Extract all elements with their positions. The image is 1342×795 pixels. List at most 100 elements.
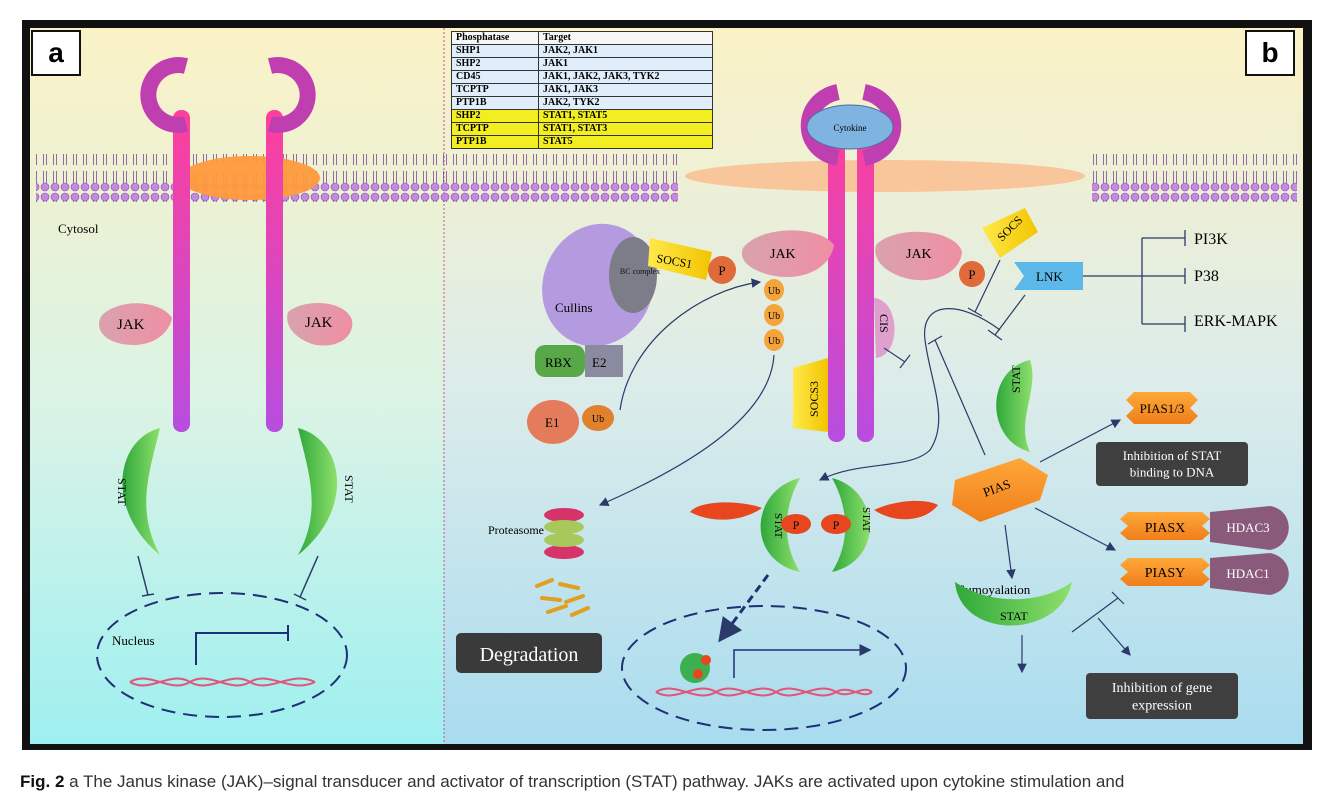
table-cell-target: STAT5 [538,135,713,149]
hdac3 [1210,506,1289,550]
panel-a-label: a [31,30,81,76]
bc-complex-label: BC complex [620,267,660,276]
table-cell-target: JAK2, JAK1 [538,44,713,58]
nucleus-label: Nucleus [112,633,155,648]
jak-right-b [875,231,962,281]
stat-dimer-left-label: STAT [772,513,784,539]
ub-e1 [582,405,614,431]
hdac1 [1210,553,1289,595]
table-cell-phosphatase: CD45 [451,70,539,84]
membrane-b-right [1092,154,1297,202]
piasx [1120,512,1210,540]
ub-label-2: Ub [768,311,780,322]
hdac1-label: HDAC1 [1226,566,1269,581]
cytosol-label: Cytosol [58,221,99,236]
stat-dimer-p-right-label: P [833,518,840,532]
dna-a [129,677,316,687]
table-cell-phosphatase: TCPTP [451,122,539,136]
stat-b-upper-label: STAT [1009,365,1023,393]
receptor-right-a [266,57,316,432]
rbx [535,345,585,377]
stat-right-a [298,428,338,555]
lnk-inhibition-tree [1083,230,1186,332]
table-cell-phosphatase: SHP2 [451,57,539,71]
socs1-label: SOCS1 [655,251,693,271]
pias [952,458,1048,522]
stat-dimer-p-right [821,514,851,534]
panel-a-background [30,28,444,744]
phospho-left-label: P [718,263,725,278]
table-header-target: Target [538,31,713,45]
panel-b-label: b [1245,30,1295,76]
red-fragment-right [874,500,938,520]
stat-left-a-label: STAT [115,478,129,506]
stat-sumoylated-label: STAT [1000,609,1028,623]
table-cell-phosphatase: PTP1B [451,96,539,110]
table-cell-target: JAK2, TYK2 [538,96,713,110]
cis [874,298,895,358]
cis-label: CIS [877,314,891,333]
stat-left-a [122,428,160,555]
p38-label: P38 [1194,268,1219,285]
socs3 [793,358,828,432]
jak-right-b-label: JAK [906,247,932,262]
piasx-label: PIASX [1145,521,1185,536]
table-cell-phosphatase: SHP1 [451,44,539,58]
stat-dimer-right-label: STAT [860,507,872,533]
caption-prefix: Fig. 2 [20,772,65,791]
phospho-right [959,261,985,287]
table-cell-target: JAK1 [538,57,713,71]
receptor-left-a [140,57,190,432]
jak-right-a-label: JAK [305,315,333,331]
phospho-left [708,256,736,284]
degradation-box [456,633,602,673]
piasy [1120,558,1210,586]
ub-label-3: Ub [768,336,780,347]
receptor-complex [180,156,320,200]
degradation-fragments [535,578,590,617]
hdac3-label: HDAC3 [1226,520,1269,535]
jak-right-a [287,302,353,346]
jak-left-a [98,303,172,346]
socs3-label: SOCS3 [807,381,821,417]
table-cell-phosphatase: SHP2 [451,109,539,123]
stat-dimer-p-left-label: P [793,518,800,532]
stat-right-a-label: STAT [342,475,356,503]
stat-dimer-p-left [781,514,811,534]
table-header-phosphatase: Phosphatase [451,31,539,45]
caption-text: a The Janus kinase (JAK)–signal transduc… [64,772,1125,791]
proteasome-label: Proteasome [488,523,544,537]
red-fragment-left [690,502,762,520]
nucleus-a [96,592,348,718]
socs [982,208,1038,258]
e2-label: E2 [592,355,606,370]
e1 [527,400,579,444]
membrane-b-left [446,154,678,202]
cullins-label: Cullins [555,300,593,315]
lnk-label: LNK [1036,269,1063,284]
lnk [1014,262,1083,290]
figure-caption: Fig. 2 a The Janus kinase (JAK)–signal t… [20,772,1320,792]
socs1 [648,238,712,280]
phospho-right-label: P [968,267,975,282]
pias13-label: PIAS1/3 [1140,401,1185,416]
cytokine-label: Cytokine [834,123,867,133]
table-cell-phosphatase: TCPTP [451,83,539,97]
inhibition-stat-dna-box [1096,442,1248,486]
bc-complex [609,237,657,313]
table-cell-phosphatase: PTP1B [451,135,539,149]
pias13 [1126,392,1198,424]
table-cell-target: JAK1, JAK2, JAK3, TYK2 [538,70,713,84]
stat-dimer-right [832,478,870,572]
